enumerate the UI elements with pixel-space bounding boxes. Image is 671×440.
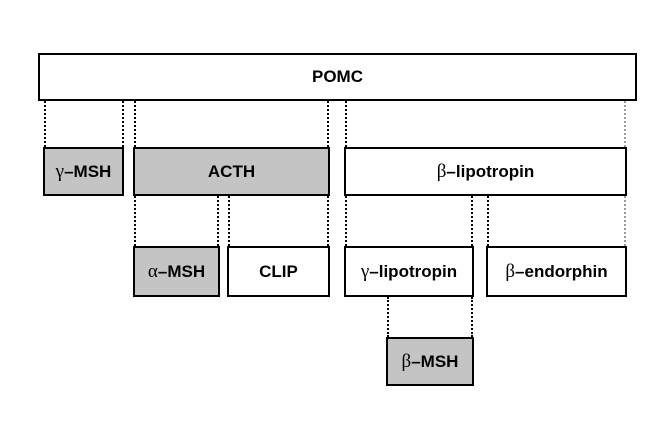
- connector-pomc-acth-right: [327, 101, 329, 147]
- connector-pomc-gamma-msh-left: [44, 101, 46, 147]
- beta-msh-box: β–MSH: [386, 337, 474, 386]
- gamma-msh-box: γ–MSH: [43, 147, 124, 196]
- clip-box: CLIP: [227, 246, 330, 297]
- pomc-label: POMC: [312, 67, 363, 86]
- beta-symbol: β: [505, 260, 516, 282]
- acth-box: ACTH: [133, 147, 330, 196]
- beta-lipotropin-label: –lipotropin: [446, 161, 535, 181]
- connector-pomc-acth-left: [134, 101, 136, 147]
- connector-gamma-lipotropin-beta-msh-left: [387, 297, 389, 337]
- connector-beta-lipotropin-beta-endorphin-right: [624, 196, 626, 246]
- gamma-msh-label: –MSH: [64, 161, 112, 181]
- beta-symbol: β: [436, 160, 447, 182]
- beta-lipotropin-box: β–lipotropin: [344, 147, 627, 196]
- gamma-lipotropin-box: γ–lipotropin: [344, 246, 474, 297]
- connector-beta-lipotropin-gamma-lipotropin-left: [345, 196, 347, 246]
- beta-endorphin-label: –endorphin: [515, 261, 608, 281]
- connector-beta-lipotropin-beta-endorphin-left: [487, 196, 489, 246]
- alpha-msh-box: α–MSH: [133, 246, 220, 297]
- acth-label: ACTH: [207, 161, 256, 181]
- clip-label: CLIP: [259, 261, 298, 281]
- beta-symbol: β: [401, 350, 412, 372]
- connector-acth-clip-left: [228, 196, 230, 246]
- connector-gamma-lipotropin-beta-msh-right: [471, 297, 473, 337]
- connector-pomc-beta-lipotropin-left: [345, 101, 347, 147]
- connector-acth-clip-right: [327, 196, 329, 246]
- connector-acth-alpha-msh-right: [217, 196, 219, 246]
- connector-acth-alpha-msh-left: [134, 196, 136, 246]
- alpha-msh-label: –MSH: [157, 261, 206, 281]
- pomc-box: POMC: [38, 53, 637, 101]
- gamma-symbol: γ: [55, 160, 65, 182]
- connector-pomc-beta-lipotropin-right: [624, 101, 626, 147]
- gamma-symbol: γ: [360, 260, 370, 282]
- gamma-lipotropin-label: –lipotropin: [369, 261, 458, 281]
- connector-pomc-gamma-msh-right: [122, 101, 124, 147]
- alpha-symbol: α: [147, 260, 158, 282]
- beta-msh-label: –MSH: [411, 351, 459, 371]
- connector-beta-lipotropin-gamma-lipotropin-right: [471, 196, 473, 246]
- beta-endorphin-box: β–endorphin: [486, 246, 627, 297]
